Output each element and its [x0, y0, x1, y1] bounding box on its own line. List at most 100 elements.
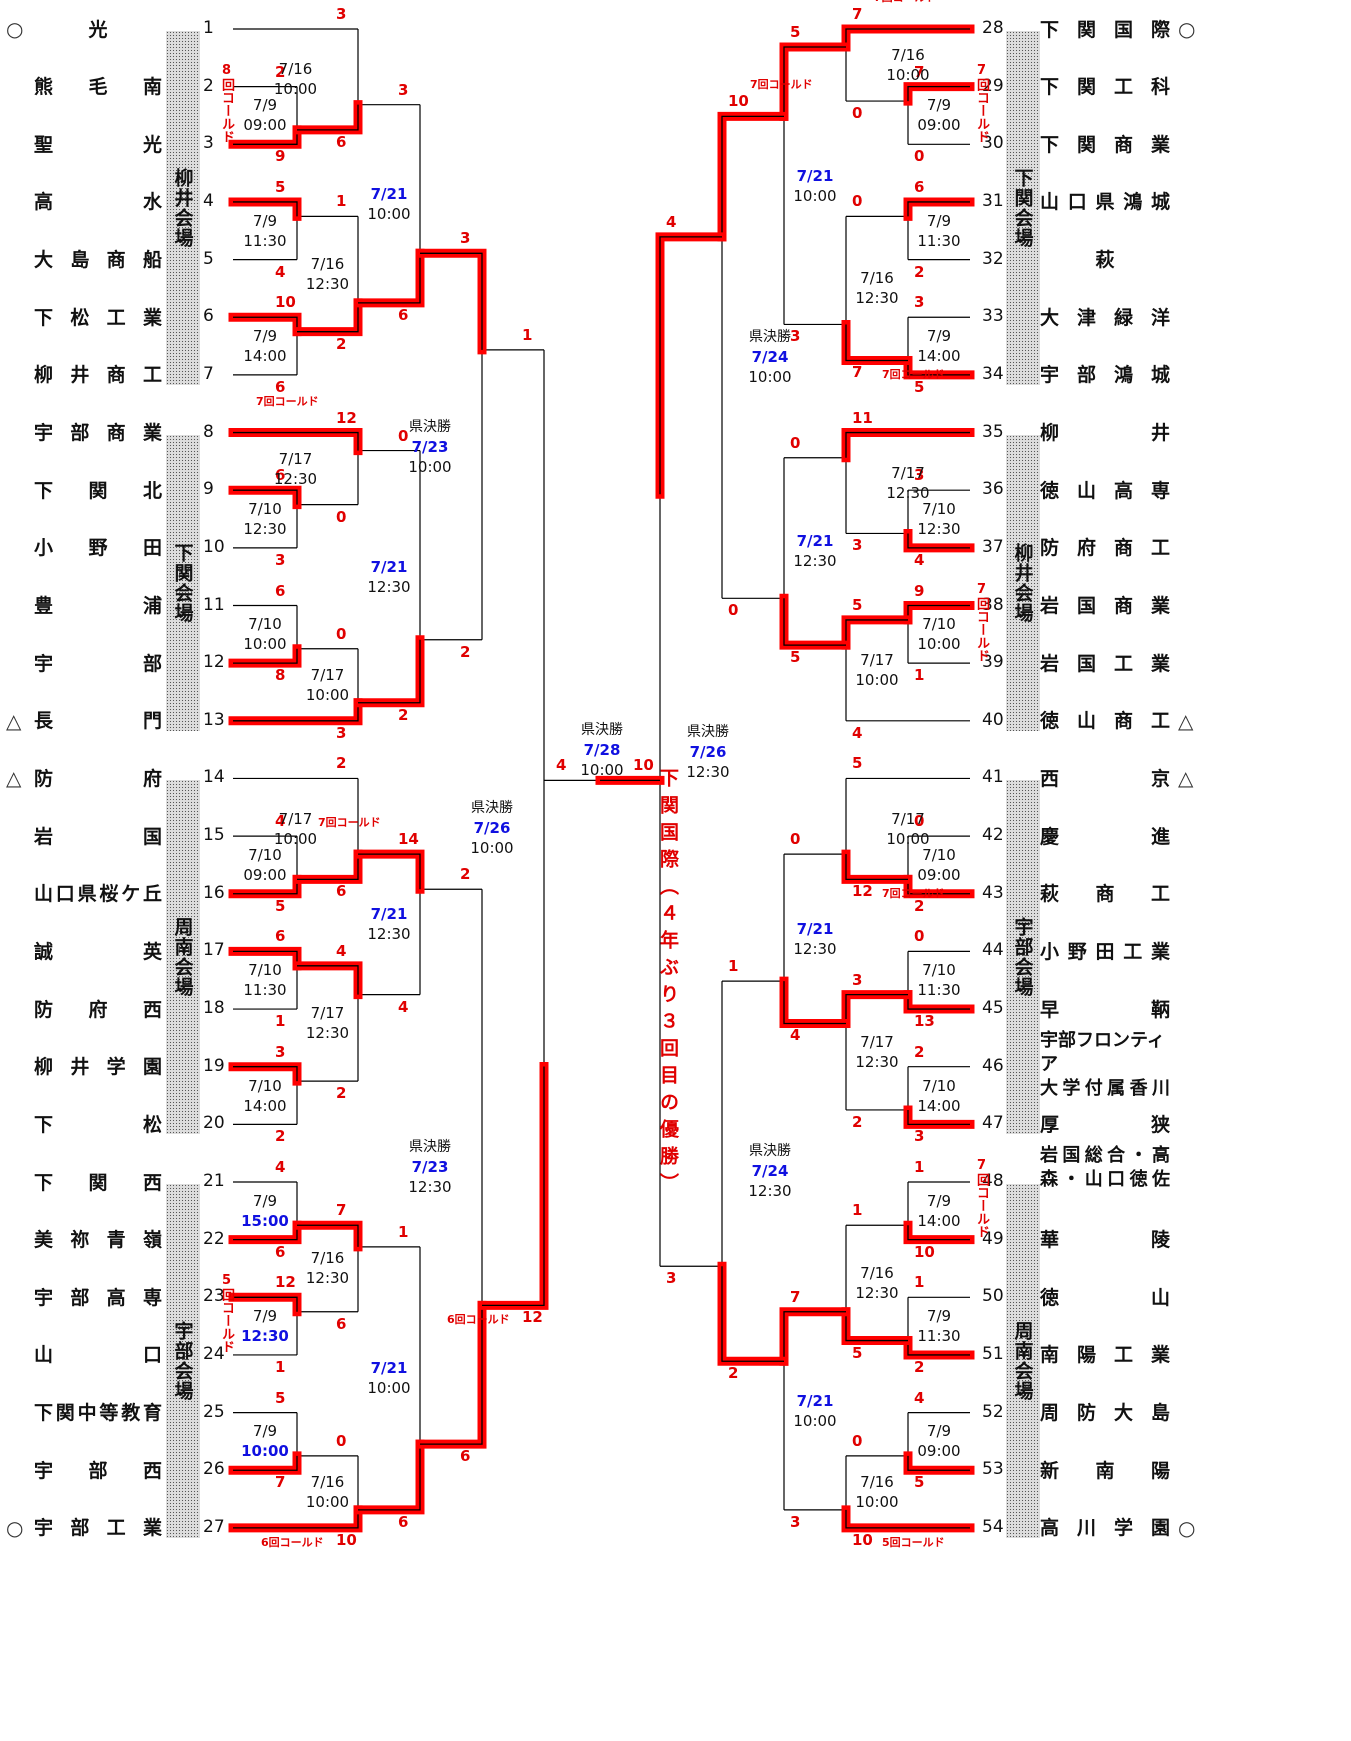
bracket-line: [783, 1311, 846, 1362]
seed-number: 26: [203, 1459, 225, 1480]
team-name[interactable]: 聖光: [34, 132, 162, 156]
team-name-char: 下: [34, 1402, 54, 1425]
team-name[interactable]: 防府: [34, 766, 162, 790]
score-value: 5: [852, 754, 863, 773]
team-name-char: 府: [1076, 537, 1096, 560]
team-name[interactable]: 長門: [34, 709, 162, 732]
team-name[interactable]: 華陵: [1040, 1228, 1170, 1251]
team-name[interactable]: 岩国工業: [1040, 651, 1170, 675]
winner-line-highlight: [228, 1505, 363, 1533]
team-name[interactable]: 豊浦: [34, 594, 162, 617]
team-name-char: 工: [106, 306, 126, 329]
team-name[interactable]: 誠英: [34, 939, 162, 963]
team-name[interactable]: 宇部高専: [34, 1285, 162, 1309]
team-name[interactable]: 小野田: [34, 536, 162, 559]
score-value: 9: [275, 147, 286, 166]
team-name[interactable]: 防府商工: [1040, 536, 1170, 560]
team-name-char: 下: [34, 1113, 54, 1136]
team-name[interactable]: 宇部商業: [34, 421, 162, 444]
team-name-char: 宇: [34, 1517, 54, 1540]
score-value: 0: [914, 812, 925, 831]
team-name-char: 関: [1076, 133, 1096, 156]
team-name-char: 大: [1040, 306, 1060, 329]
team-name[interactable]: 南陽工業: [1040, 1343, 1170, 1366]
team-name[interactable]: 萩: [1040, 248, 1170, 271]
team-name[interactable]: 慶進: [1040, 824, 1170, 848]
score-value: 6: [336, 1314, 347, 1333]
score-value: 4: [666, 212, 677, 231]
team-name[interactable]: 宇部鴻城: [1040, 363, 1170, 386]
team-name[interactable]: 岩国: [34, 824, 162, 848]
team-name[interactable]: 宇部工業: [34, 1516, 162, 1540]
team-name[interactable]: 早鞆: [1040, 997, 1170, 1021]
score-value: 0: [728, 601, 739, 620]
team-name[interactable]: 山口: [34, 1343, 162, 1366]
winner-line: [233, 1509, 359, 1529]
team-name[interactable]: 周防大島: [1040, 1401, 1170, 1424]
team-name[interactable]: 熊毛南: [34, 75, 162, 98]
team-name[interactable]: 光: [34, 17, 162, 41]
team-name[interactable]: 宇部: [34, 651, 162, 675]
team-name-char: 進: [1150, 825, 1170, 848]
team-name[interactable]: 宇部フロンティア大学付属香川: [1040, 1029, 1170, 1099]
team-name[interactable]: 西京: [1040, 766, 1170, 790]
team-name[interactable]: 美祢青嶺: [34, 1228, 162, 1251]
team-name[interactable]: 山口県鴻城: [1040, 190, 1170, 213]
team-name[interactable]: 柳井: [1040, 421, 1170, 444]
game-time: 12:30: [241, 1327, 289, 1346]
team-name[interactable]: 下関工科: [1040, 75, 1170, 98]
winner-line: [659, 236, 722, 495]
team-name[interactable]: 下関北: [34, 478, 162, 502]
team-name-char: 園: [142, 1056, 162, 1079]
called-game-note: 7回コールド: [750, 78, 813, 92]
score-value: 4: [336, 941, 347, 960]
team-name[interactable]: 徳山商工: [1040, 709, 1170, 732]
score-value: 7: [914, 62, 925, 81]
seed-number: 10: [203, 536, 225, 557]
team-name-char: 大: [1040, 1077, 1058, 1099]
score-value: 4: [914, 550, 925, 569]
team-name[interactable]: 岩国商業: [1040, 594, 1170, 617]
team-name[interactable]: 厚狭: [1040, 1112, 1170, 1136]
team-name[interactable]: 柳井商工: [34, 363, 162, 386]
team-name[interactable]: 萩商工: [1040, 882, 1170, 905]
team-name-char: 部: [88, 1459, 108, 1482]
seed-number: 50: [982, 1286, 1004, 1307]
team-name[interactable]: 防府西: [34, 997, 162, 1021]
team-name[interactable]: 徳山高専: [1040, 478, 1170, 502]
team-name[interactable]: 高水: [34, 190, 162, 213]
score-value: 2: [914, 1042, 925, 1061]
team-name-line: 岩国総合・高: [1040, 1144, 1170, 1168]
team-name[interactable]: 宇部西: [34, 1458, 162, 1482]
winner-line: [907, 201, 970, 217]
team-name[interactable]: 大島商船: [34, 248, 162, 271]
score-value: 3: [790, 327, 801, 346]
team-name[interactable]: 下関商業: [1040, 132, 1170, 156]
game-date: 7/16: [891, 46, 925, 65]
team-name[interactable]: 柳井学園: [34, 1055, 162, 1079]
winner-line-highlight: [292, 298, 363, 337]
team-name[interactable]: 下関西: [34, 1170, 162, 1194]
team-name-char: 西: [142, 1459, 162, 1482]
team-name[interactable]: 小野田工業: [1040, 939, 1170, 963]
game-time: 12:30: [793, 552, 837, 571]
winner-line: [845, 28, 970, 48]
team-name[interactable]: 岩国総合・高森・山口徳佐: [1040, 1144, 1170, 1192]
team-name[interactable]: 下松工業: [34, 305, 162, 329]
team-name[interactable]: 新南陽: [1040, 1458, 1170, 1482]
team-name[interactable]: 高川学園: [1040, 1516, 1170, 1539]
team-name[interactable]: 下松: [34, 1112, 162, 1136]
team-name-char: 松: [70, 306, 90, 329]
team-name[interactable]: 山口県桜ケ丘: [34, 882, 162, 905]
team-name[interactable]: 下関国際: [1040, 17, 1170, 41]
game-date: 7/9: [252, 211, 278, 230]
score-value: 2: [275, 62, 286, 81]
team-name[interactable]: 徳山: [1040, 1285, 1170, 1309]
team-name[interactable]: 大津緑洋: [1040, 305, 1170, 329]
game-date: 7/10: [922, 615, 956, 634]
team-name[interactable]: 下関中等教育: [34, 1401, 162, 1425]
bracket-line: [358, 853, 421, 890]
